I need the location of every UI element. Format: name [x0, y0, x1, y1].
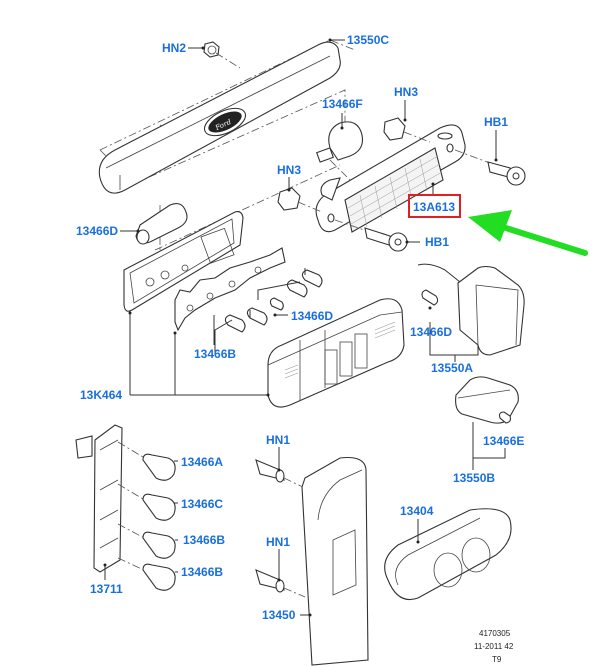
label-13711: 13711	[90, 582, 123, 596]
label-hn3-top: HN3	[394, 85, 418, 99]
label-13466d-c: 13466D	[410, 325, 452, 339]
highlight-box	[408, 194, 461, 218]
label-13450: 13450	[262, 608, 296, 622]
clip-hn3-top	[383, 117, 431, 143]
label-13466a: 13466A	[181, 455, 223, 469]
bulbs-small-group	[214, 268, 323, 355]
lamp-13550b	[455, 376, 519, 424]
tail-lamp-13450	[301, 456, 369, 666]
label-13404: 13404	[400, 504, 434, 518]
clip-hn3-left	[277, 187, 323, 213]
leader-lines	[103, 38, 506, 617]
label-13a613[interactable]: 13A613	[413, 200, 455, 214]
bulb-holder-plate	[123, 211, 244, 312]
label-13466f: 13466F	[322, 97, 363, 111]
lamp-13550a	[417, 263, 525, 356]
screw-hb1-top	[454, 149, 526, 186]
label-hb1-bottom: HB1	[425, 235, 449, 249]
screw-hb1-bottom	[334, 219, 408, 252]
label-13466e: 13466E	[483, 434, 524, 448]
label-13466b-a: 13466B	[194, 347, 236, 361]
label-13466b-b: 13466B	[183, 533, 225, 547]
footer-ref: 4170305	[479, 629, 511, 638]
label-13466b-c: 13466B	[181, 565, 223, 579]
lamp-13404	[384, 508, 512, 601]
label-13550c: 13550C	[347, 33, 389, 47]
label-hb1-top: HB1	[484, 115, 508, 129]
lamp-cluster	[267, 298, 405, 408]
label-hn1-bottom: HN1	[266, 535, 290, 549]
clips-hn1	[255, 459, 306, 598]
bulb-13466f	[316, 121, 364, 181]
gasket	[174, 247, 286, 332]
footer-code: T9	[492, 655, 502, 664]
label-hn3-left: HN3	[277, 163, 301, 177]
trim-panel-13550c: Ford	[98, 39, 356, 251]
label-13466d-a: 13466D	[76, 224, 118, 238]
footer-date: 11-2011 42	[474, 642, 514, 651]
bulb-13466d-a	[135, 203, 188, 245]
bulb-carrier-13711	[75, 424, 149, 573]
large-bulbs	[142, 453, 176, 591]
label-13550b: 13550B	[453, 471, 495, 485]
label-13550a: 13550A	[431, 361, 473, 375]
label-13466c: 13466C	[181, 497, 223, 511]
label-13k464: 13K464	[80, 388, 122, 402]
stop-lamp-13A613	[315, 124, 466, 233]
nut-hn2	[203, 41, 241, 69]
label-13466d-b: 13466D	[291, 309, 333, 323]
label-hn2: HN2	[162, 41, 186, 55]
green-arrow	[468, 210, 588, 256]
label-hn1-top: HN1	[266, 433, 290, 447]
